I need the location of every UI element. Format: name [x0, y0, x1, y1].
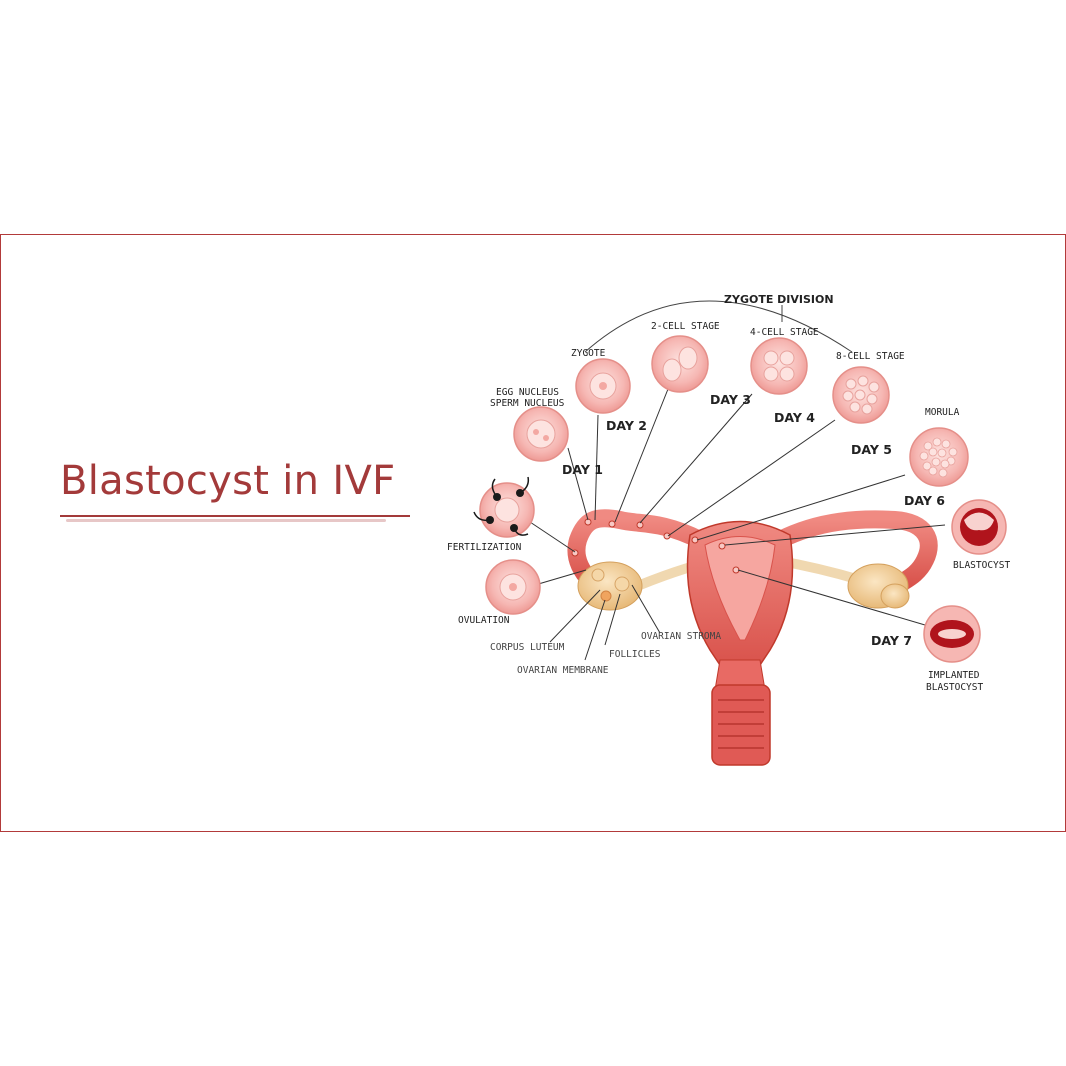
fertilization-cell	[473, 476, 535, 538]
morula-cell	[909, 427, 969, 487]
vaginal-folds	[718, 699, 764, 749]
follicles-label: FOLLICLES	[609, 649, 661, 660]
title-underline	[60, 515, 410, 517]
uterine-cavity	[704, 536, 776, 641]
day-6-label: DAY 6	[904, 493, 945, 508]
fertilization-label: FERTILIZATION	[447, 542, 522, 553]
zygote-cell	[575, 358, 631, 414]
day-5-label: DAY 5	[851, 442, 892, 457]
morula-label: MORULA	[925, 407, 960, 418]
left-fallopian-tube	[567, 509, 709, 589]
eight-cell-stage-label: 8-CELL STAGE	[836, 351, 905, 362]
leader-lines	[529, 383, 946, 661]
zygote-division-arc	[584, 300, 853, 353]
ovulation-label: OVULATION	[458, 615, 510, 626]
title-underline-shadow	[66, 519, 386, 522]
ovulation-cell	[485, 559, 541, 615]
day-7-label: DAY 7	[871, 633, 912, 648]
four-cell-stage-label: 4-CELL STAGE	[750, 327, 819, 338]
two-cell-stage-label: 2-CELL STAGE	[651, 321, 720, 332]
egg-sperm-nucleus-cell	[513, 406, 569, 462]
corpus-luteum-label: CORPUS LUTEUM	[490, 642, 565, 653]
right-ovary-lobe	[880, 583, 910, 609]
day-3-label: DAY 3	[710, 392, 751, 407]
zygote-division-label: ZYGOTE DIVISION	[724, 293, 834, 306]
day-1-label: DAY 1	[562, 462, 603, 477]
page-title: Blastocyst in IVF	[60, 458, 396, 504]
content-card	[0, 234, 1066, 832]
implanted-blastocyst-label: BLASTOCYST	[926, 682, 983, 693]
two-cell-stage-cell	[651, 335, 709, 393]
eight-cell-stage-cell	[832, 366, 890, 424]
ovarian-membrane-label: OVARIAN MEMBRANE	[517, 665, 609, 676]
right-fallopian-tube	[771, 510, 938, 594]
sperm-nucleus-label: SPERM NUCLEUS	[490, 398, 565, 409]
zygote-label: ZYGOTE	[571, 348, 606, 359]
embryo-path-dots	[571, 518, 740, 574]
vaginal-canal	[711, 684, 771, 766]
implanted-label: IMPLANTED	[928, 670, 980, 681]
day-4-label: DAY 4	[774, 410, 815, 425]
day-2-label: DAY 2	[606, 418, 647, 433]
left-ovary-follicle	[591, 568, 605, 582]
left-ovary-follicle	[614, 576, 630, 592]
implanted-blastocyst-cell	[923, 605, 981, 663]
blastocyst-cell	[951, 499, 1007, 555]
egg-nucleus-label: EGG NUCLEUS	[496, 387, 559, 398]
left-ovary-corpus-luteum	[600, 590, 612, 602]
ovarian-stroma-label: OVARIAN STROMA	[641, 631, 721, 642]
blastocyst-label: BLASTOCYST	[953, 560, 1010, 571]
four-cell-stage-cell	[750, 337, 808, 395]
